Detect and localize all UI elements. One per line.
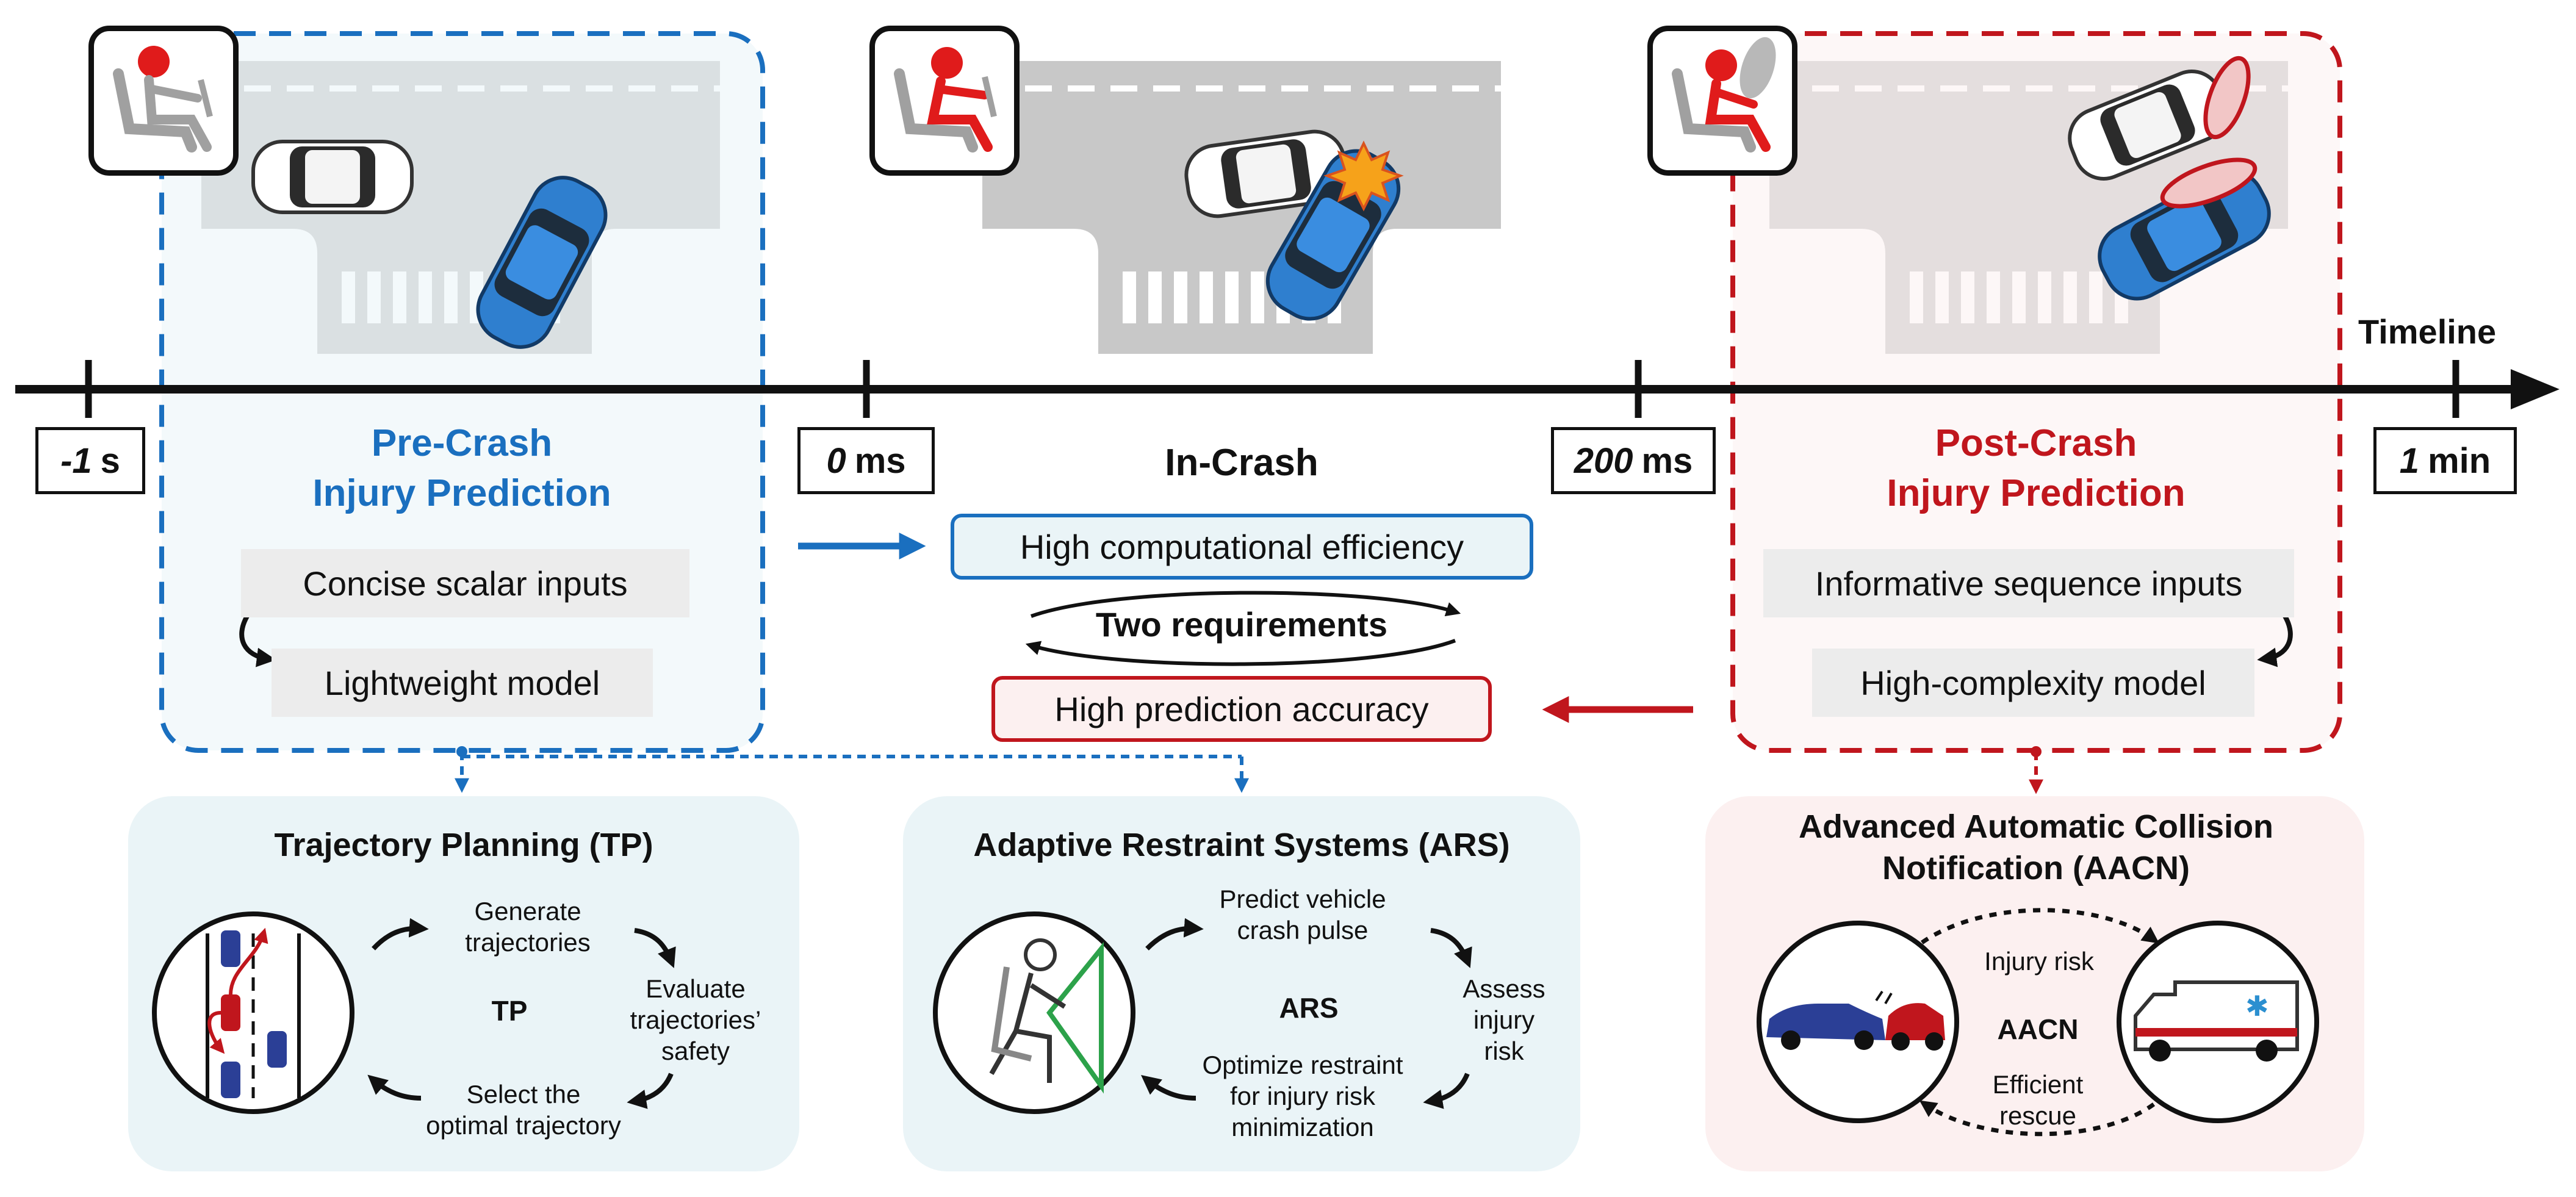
aacn-arrow-top <box>1920 908 2160 944</box>
white-car-icon <box>1184 129 1348 218</box>
damage-marker-icon <box>2160 157 2258 209</box>
lanes-icon <box>152 911 354 1114</box>
timeline-label: Timeline <box>2358 312 2497 351</box>
text-line: risk <box>1484 1037 1524 1066</box>
incrash-title: In-Crash <box>1165 442 1319 484</box>
two-requirements-label: Two requirements <box>1095 605 1388 644</box>
postcrash-model: High-complexity model <box>1812 649 2254 717</box>
text-line: Efficient <box>1992 1070 2084 1099</box>
req-efficiency: High computational efficiency <box>951 514 1533 580</box>
red-connector <box>2029 746 2043 794</box>
text-line: Optimize restraint <box>1202 1051 1403 1079</box>
driver-impact-icon <box>869 26 1020 176</box>
blue-car-icon <box>476 176 608 349</box>
tp-cycle-arrow-3 <box>627 1073 674 1109</box>
text-line: Generate <box>474 897 581 926</box>
text-line: trajectories <box>465 928 591 957</box>
aacn-center-label: AACN <box>1997 1013 2079 1045</box>
white-car-icon <box>2068 70 2228 181</box>
ambulance-icon: ✱ <box>2117 921 2319 1123</box>
precrash-model: Lightweight model <box>272 649 653 717</box>
text-line: for injury risk <box>1229 1082 1376 1111</box>
ars-center-label: ARS <box>1279 992 1339 1024</box>
text-line: minimization <box>1231 1113 1374 1142</box>
ars-step-predict: Predict vehicle crash pulse <box>1219 883 1386 946</box>
text-line: rescue <box>1999 1101 2077 1130</box>
postcrash-input: Informative sequence inputs <box>1763 549 2294 617</box>
collision-cars-icon <box>1757 921 1959 1123</box>
text-line: Predict vehicle <box>1219 885 1386 913</box>
ars-cycle-arrow-3 <box>1423 1073 1470 1109</box>
precrash-flow-arrow <box>239 615 276 667</box>
postcrash-flow-arrow <box>2257 615 2293 667</box>
seated-occupant-icon <box>933 911 1135 1114</box>
text-line: trajectories’ <box>630 1005 761 1035</box>
precrash-input: Concise scalar inputs <box>241 549 689 617</box>
req-accuracy: High prediction accuracy <box>991 676 1492 742</box>
tp-cycle-arrow-1 <box>372 918 429 951</box>
tp-cycle-arrow-4 <box>367 1074 422 1101</box>
ars-cycle-arrow-1 <box>1145 918 1204 951</box>
text-line: optimal trajectory <box>426 1111 621 1140</box>
text-line: safety <box>661 1037 730 1066</box>
driver-airbag-icon <box>1647 26 1797 176</box>
text-line: Assess <box>1462 974 1545 1003</box>
ars-cycle-arrow-2 <box>1430 928 1472 968</box>
precrash-title: Pre-Crash Injury Prediction <box>312 422 611 514</box>
tp-title: Trajectory Planning (TP) <box>274 827 653 863</box>
postcrash-title: Post-Crash Injury Prediction <box>1887 422 2186 514</box>
text-line: Evaluate <box>646 974 746 1003</box>
ars-cycle-arrow-4 <box>1141 1075 1196 1101</box>
impact-burst-icon <box>1323 140 1404 212</box>
ars-title: Adaptive Restraint Systems (ARS) <box>973 827 1510 863</box>
text-line: crash pulse <box>1237 916 1369 945</box>
aacn-arrow-bottom <box>1919 1100 2156 1137</box>
tp-center-label: TP <box>491 995 528 1027</box>
blue-car-icon <box>2098 169 2271 301</box>
driver-normal-icon <box>88 26 239 176</box>
two-requirements-arc-bottom <box>1025 639 1456 666</box>
blue-connector <box>455 746 1249 793</box>
timeline-arrowhead <box>2511 369 2560 409</box>
two-requirements-arc-top <box>1030 591 1461 618</box>
aacn-title: Advanced Automatic Collision Notificatio… <box>1798 808 2274 886</box>
text-line: injury <box>1473 1005 1535 1035</box>
svg-text:✱: ✱ <box>2245 990 2269 1023</box>
damage-marker-icon <box>2203 56 2251 140</box>
text-line: Select the <box>466 1080 581 1109</box>
tp-cycle-arrow-2 <box>634 928 676 968</box>
aacn-top-label: Injury risk <box>1984 947 2094 976</box>
white-car-icon <box>251 140 414 214</box>
